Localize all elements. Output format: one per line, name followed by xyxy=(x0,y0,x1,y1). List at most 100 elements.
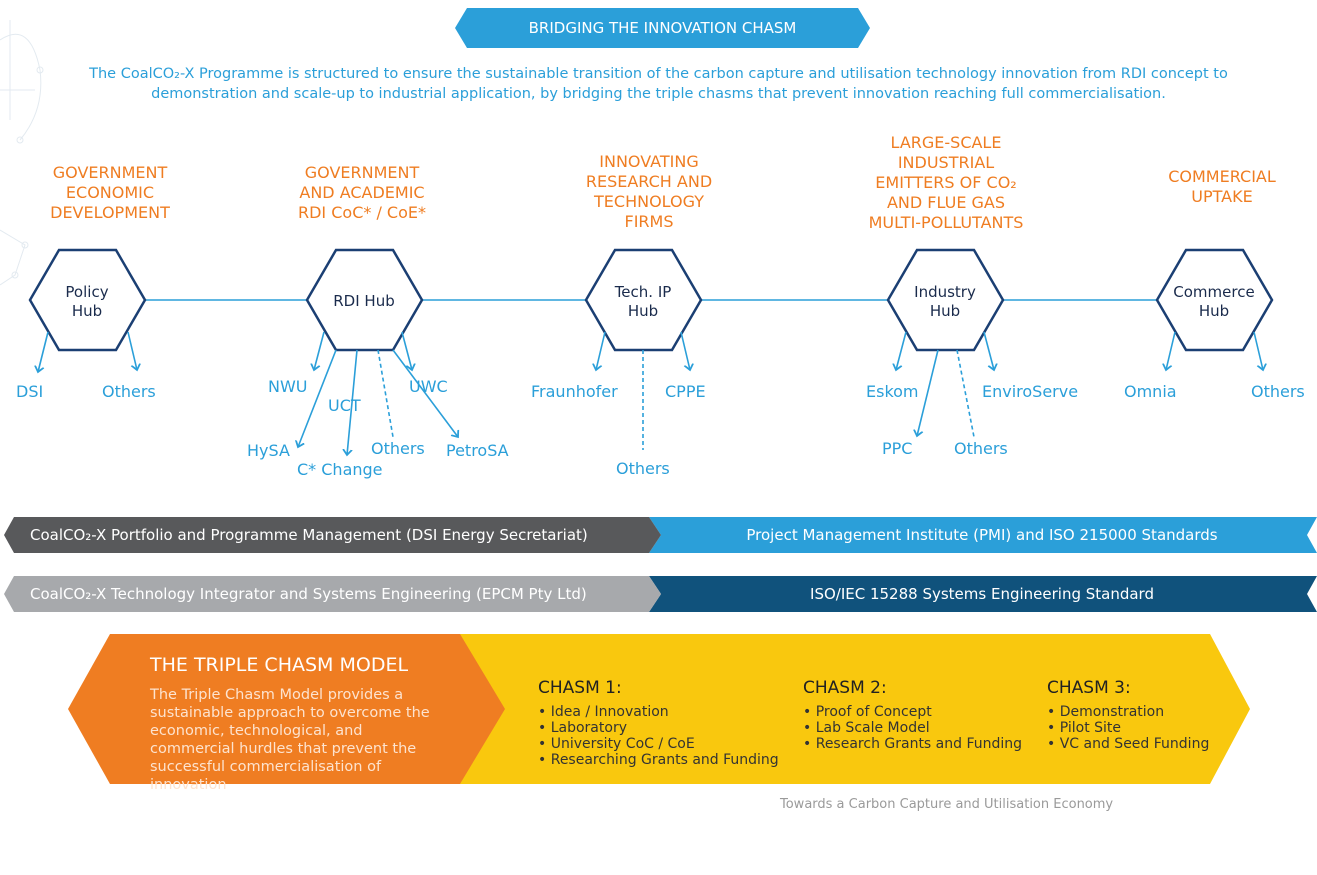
category-line: UPTAKE xyxy=(1191,187,1253,206)
footer-tagline: Towards a Carbon Capture and Utilisation… xyxy=(780,797,1114,812)
arrow-ppc xyxy=(917,349,939,436)
leaf-policy-others: Others xyxy=(102,382,156,401)
chasm-3-list: Demonstration Pilot Site VC and Seed Fun… xyxy=(1047,704,1210,752)
policy-hub-label: Policy Hub xyxy=(32,283,142,321)
category-line: INNOVATING xyxy=(599,152,699,171)
hub-label-line: Hub xyxy=(929,302,961,320)
leaf-rdi-others: Others xyxy=(371,439,425,458)
category-line: AND ACADEMIC xyxy=(299,183,425,202)
category-commercial-uptake: COMMERCIAL UPTAKE xyxy=(1112,167,1317,207)
category-line: EMITTERS OF CO₂ xyxy=(875,173,1017,192)
portfolio-management-bar: CoalCO₂-X Portfolio and Programme Manage… xyxy=(30,526,588,544)
hub-network xyxy=(28,248,1274,480)
triple-chasm-orange-panel xyxy=(68,634,505,784)
banner: BRIDGING THE INNOVATION CHASM xyxy=(455,8,870,48)
leaf-dsi: DSI xyxy=(16,382,44,401)
banner-shape xyxy=(455,8,870,48)
intro-line-1: The CoalCO₂-X Programme is structured to… xyxy=(89,66,1228,82)
arrow-dsi xyxy=(38,331,49,372)
chasm-3: CHASM 3: Demonstration Pilot Site VC and… xyxy=(1047,678,1209,752)
chasm-2-list: Proof of Concept Lab Scale Model Researc… xyxy=(803,704,1022,752)
category-line: ECONOMIC xyxy=(65,183,155,202)
arrow-eskom xyxy=(896,331,907,370)
rdi-hub-label: RDI Hub xyxy=(309,292,419,311)
category-line: GOVERNMENT xyxy=(52,163,168,182)
arrow-petrosa xyxy=(392,349,458,437)
leaf-tech-others: Others xyxy=(616,459,670,478)
pmi-standards-bar: Project Management Institute (PMI) and I… xyxy=(746,526,1218,544)
commerce-hub-label: Commerce Hub xyxy=(1159,283,1269,321)
leaf-hysa: HySA xyxy=(247,441,290,460)
category-line: LARGE-SCALE xyxy=(890,133,1002,152)
intro-line-2: demonstration and scale-up to industrial… xyxy=(151,86,1166,102)
list-item: VC and Seed Funding xyxy=(1047,736,1210,752)
triple-chasm-description: The Triple Chasm Model provides a sustai… xyxy=(150,687,430,793)
banner-title: BRIDGING THE INNOVATION CHASM xyxy=(528,19,797,37)
hub-label-line: Industry xyxy=(914,283,976,301)
leaf-industry-others: Others xyxy=(954,439,1008,458)
dashed-rdi-others xyxy=(377,349,394,438)
leaf-uwc: UWC xyxy=(409,377,448,396)
category-line: RESEARCH AND xyxy=(585,172,713,191)
triple-chasm-title: THE TRIPLE CHASM MODEL xyxy=(150,654,409,676)
systems-engineering-bar: ISO/IEC 15288 Systems Engineering Standa… xyxy=(810,585,1154,603)
commerce-hub-hexagon xyxy=(1155,248,1274,352)
arrow-commerce-others xyxy=(1253,331,1263,370)
list-item: Pilot Site xyxy=(1047,720,1209,736)
category-innovating-firms: INNOVATING RESEARCH AND TECHNOLOGY FIRMS xyxy=(539,152,759,232)
leaf-petrosa: PetroSA xyxy=(446,441,509,460)
hub-label-line: Hub xyxy=(627,302,659,320)
chasm-1-title: CHASM 1: xyxy=(538,678,622,698)
leaf-omnia: Omnia xyxy=(1124,382,1177,401)
arrow-fraunhofer xyxy=(596,331,606,370)
industry-hub-label: Industry Hub xyxy=(890,283,1000,321)
chasm-1-list: Idea / Innovation Laboratory University … xyxy=(538,704,779,768)
list-item: Laboratory xyxy=(538,720,779,736)
category-line: RDI CoC* / CoE* xyxy=(297,203,426,222)
leaf-fraunhofer: Fraunhofer xyxy=(531,382,618,401)
category-government-academic: GOVERNMENT AND ACADEMIC RDI CoC* / CoE* xyxy=(252,163,472,223)
category-industrial-emitters: LARGE-SCALE INDUSTRIAL EMITTERS OF CO₂ A… xyxy=(836,133,1056,233)
leaf-commerce-others: Others xyxy=(1251,382,1305,401)
list-item: University CoC / CoE xyxy=(538,736,779,752)
management-bars xyxy=(4,517,1317,612)
list-item: Demonstration xyxy=(1047,704,1209,720)
arrow-cppe xyxy=(680,331,690,370)
leaf-nwu: NWU xyxy=(268,377,308,396)
tech-hub-label: Tech. IP Hub xyxy=(588,283,698,321)
leaf-ppc: PPC xyxy=(882,439,913,458)
category-line: TECHNOLOGY xyxy=(594,192,704,211)
chasm-3-title: CHASM 3: xyxy=(1047,678,1131,698)
decorative-network-graphic xyxy=(0,20,44,286)
leaf-enviroserve: EnviroServe xyxy=(982,382,1079,401)
leaf-uct: UCT xyxy=(328,396,361,415)
list-item: Research Grants and Funding xyxy=(803,736,1022,752)
technology-integrator-bar: CoalCO₂-X Technology Integrator and Syst… xyxy=(30,585,587,603)
chasm-2-title: CHASM 2: xyxy=(803,678,887,698)
bar-row2-left-shape xyxy=(4,576,661,612)
hub-label-line: Policy xyxy=(65,283,109,301)
category-line: INDUSTRIAL xyxy=(897,153,995,172)
policy-hub-hexagon xyxy=(28,248,147,352)
hub-label-line: Hub xyxy=(1198,302,1230,320)
chasm-1: CHASM 1: Idea / Innovation Laboratory Un… xyxy=(538,678,779,768)
hub-label-line: Tech. IP xyxy=(614,283,672,301)
hub-label-line: Hub xyxy=(71,302,103,320)
arrow-c-change xyxy=(347,349,358,455)
tech-hub-hexagon xyxy=(584,248,703,352)
leaf-cppe: CPPE xyxy=(665,382,706,401)
chasm-2: CHASM 2: Proof of Concept Lab Scale Mode… xyxy=(803,678,1022,752)
leaf-eskom: Eskom xyxy=(866,382,919,401)
category-line: MULTI-POLLUTANTS xyxy=(868,213,1024,232)
category-line: DEVELOPMENT xyxy=(50,203,170,222)
hub-label-line: Commerce xyxy=(1173,283,1255,301)
dashed-industry-others xyxy=(956,349,975,438)
arrow-omnia xyxy=(1166,331,1176,370)
hub-label-line: RDI Hub xyxy=(333,292,395,310)
list-item: Researching Grants and Funding xyxy=(538,752,779,768)
arrow-uwc xyxy=(401,331,412,370)
list-item: Proof of Concept xyxy=(803,704,1022,720)
arrow-enviroserve xyxy=(983,331,994,370)
category-line: COMMERCIAL xyxy=(1168,167,1276,186)
arrow-policy-others xyxy=(127,331,137,370)
